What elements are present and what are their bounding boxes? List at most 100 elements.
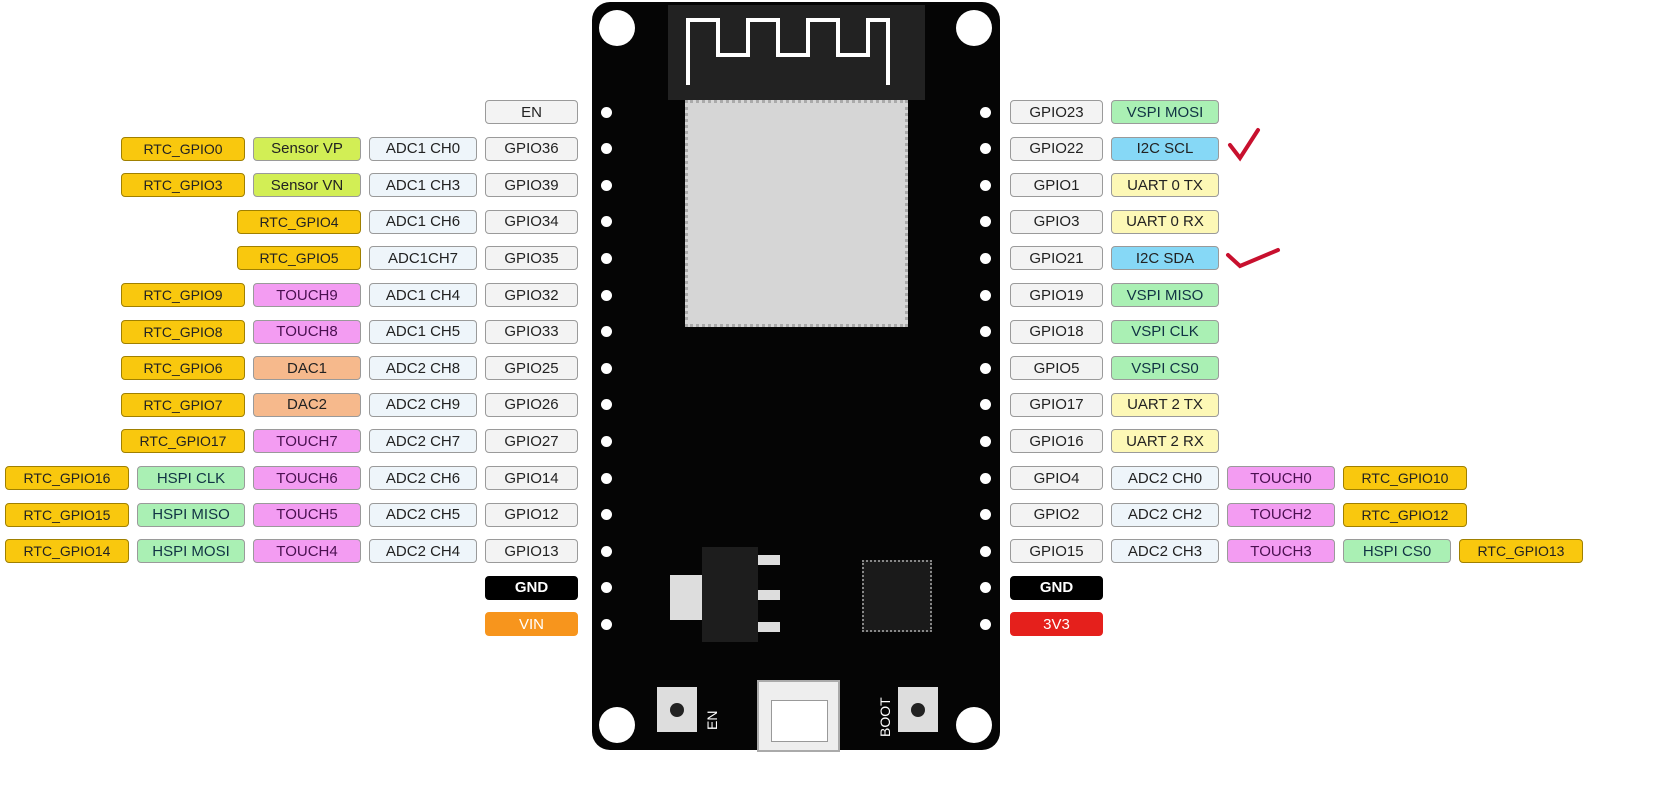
pin-label-uart: UART 2 TX (1111, 392, 1219, 417)
header-pin (601, 509, 612, 521)
pin-label-adc: ADC1 CH0 (369, 136, 477, 161)
header-pin (601, 362, 612, 374)
pin-label-rtc: RTC_GPIO5 (237, 246, 361, 271)
left-pin-row: GPIO26 ADC2 CH9 DAC2 RTC_GPIO7 (121, 392, 578, 418)
left-pin-row: VIN (485, 611, 578, 637)
pin-label-adc: ADC2 CH9 (369, 392, 477, 417)
button-knob (670, 703, 684, 717)
pin-label-touch: TOUCH5 (253, 502, 361, 527)
right-pin-row: GND (1010, 575, 1103, 601)
header-pin (980, 509, 991, 521)
pin-label-spi: HSPI CLK (137, 466, 245, 490)
left-pin-row: GPIO35 ADC1CH7 RTC_GPIO5 (237, 245, 578, 271)
header-pin (980, 252, 991, 264)
pin-label-sensor: Sensor VN (253, 173, 361, 198)
pin-label-rtc: RTC_GPIO12 (1343, 502, 1467, 527)
left-pin-row: EN (485, 99, 578, 125)
pin-label-rtc: RTC_GPIO14 (5, 539, 129, 564)
header-pin (601, 216, 612, 228)
header-pin (980, 618, 991, 630)
pin-label-uart: UART 0 RX (1111, 209, 1219, 234)
pin-label-gpio: GPIO34 (485, 209, 578, 234)
en-button-label: EN (704, 710, 720, 730)
pin-label-gpio: GPIO3 (1010, 209, 1103, 234)
pin-label-touch: TOUCH4 (253, 539, 361, 564)
pin-label-touch: TOUCH7 (253, 429, 361, 454)
pin-label-uart: UART 0 TX (1111, 173, 1219, 198)
pin-label-touch: TOUCH3 (1227, 539, 1335, 564)
pin-label-spi: VSPI MOSI (1111, 100, 1219, 124)
pin-label-adc: ADC1 CH6 (369, 209, 477, 234)
pin-label-3v3: 3V3 (1010, 612, 1103, 637)
pin-label-gpio: GPIO21 (1010, 246, 1103, 271)
pin-label-gpio: GPIO36 (485, 136, 578, 161)
pin-label-gpio: GPIO25 (485, 356, 578, 381)
pin-label-touch: TOUCH8 (253, 319, 361, 344)
header-pin (980, 545, 991, 557)
right-pin-row: 3V3 (1010, 611, 1103, 637)
header-pin (980, 435, 991, 447)
pin-label-gpio: GPIO19 (1010, 283, 1103, 307)
pin-label-adc: ADC1 CH5 (369, 319, 477, 344)
mounting-hole (956, 707, 992, 743)
pin-label-gpio: GPIO5 (1010, 356, 1103, 381)
pin-label-adc: ADC2 CH7 (369, 429, 477, 454)
boot-button[interactable] (898, 687, 938, 732)
pin-label-adc: ADC2 CH0 (1111, 466, 1219, 490)
pin-label-adc: ADC1CH7 (369, 246, 477, 271)
pin-label-gpio: GPIO35 (485, 246, 578, 271)
en-button[interactable] (657, 687, 697, 732)
pin-label-touch: TOUCH0 (1227, 466, 1335, 490)
pin-label-dac: DAC2 (253, 392, 361, 417)
pin-label-gpio: GPIO39 (485, 173, 578, 198)
header-pin (601, 289, 612, 301)
pin-label-gpio: GPIO26 (485, 392, 578, 417)
pin-label-rtc: RTC_GPIO7 (121, 392, 245, 417)
checkmark-icon (1226, 248, 1280, 269)
usb-opening (771, 700, 828, 742)
regulator-tab (670, 575, 702, 620)
header-pin (980, 326, 991, 338)
pin-label-rtc: RTC_GPIO8 (121, 319, 245, 344)
pin-label-gpio: GPIO2 (1010, 502, 1103, 527)
pin-label-gpio: GPIO23 (1010, 100, 1103, 124)
voltage-regulator (702, 547, 758, 642)
header-pin (980, 106, 991, 118)
pin-label-adc: ADC2 CH5 (369, 502, 477, 527)
pin-label-sensor: Sensor VP (253, 136, 361, 161)
header-pin (601, 179, 612, 191)
pin-label-adc: ADC2 CH3 (1111, 539, 1219, 564)
pin-label-adc: ADC2 CH6 (369, 466, 477, 490)
pin-label-rtc: RTC_GPIO3 (121, 173, 245, 198)
pin-label-gpio: GPIO27 (485, 429, 578, 454)
pin-label-vin: VIN (485, 612, 578, 637)
mounting-hole (956, 10, 992, 46)
micro-usb-port (757, 680, 840, 752)
pin-label-uart: UART 2 RX (1111, 429, 1219, 454)
pin-label-spi: HSPI MOSI (137, 539, 245, 564)
pin-label-rtc: RTC_GPIO15 (5, 502, 129, 527)
pin-label-rtc: RTC_GPIO6 (121, 356, 245, 381)
right-pin-row: GPIO3 UART 0 RX (1010, 209, 1219, 235)
header-pin (980, 143, 991, 155)
pin-label-adc: ADC2 CH8 (369, 356, 477, 381)
header-pin (980, 362, 991, 374)
pin-label-gpio: GPIO22 (1010, 136, 1103, 161)
pin-label-adc: ADC2 CH4 (369, 539, 477, 564)
pin-label-adc: ADC1 CH3 (369, 173, 477, 198)
boot-button-label: BOOT (877, 697, 893, 737)
header-pin (601, 472, 612, 484)
pin-label-touch: TOUCH6 (253, 466, 361, 490)
